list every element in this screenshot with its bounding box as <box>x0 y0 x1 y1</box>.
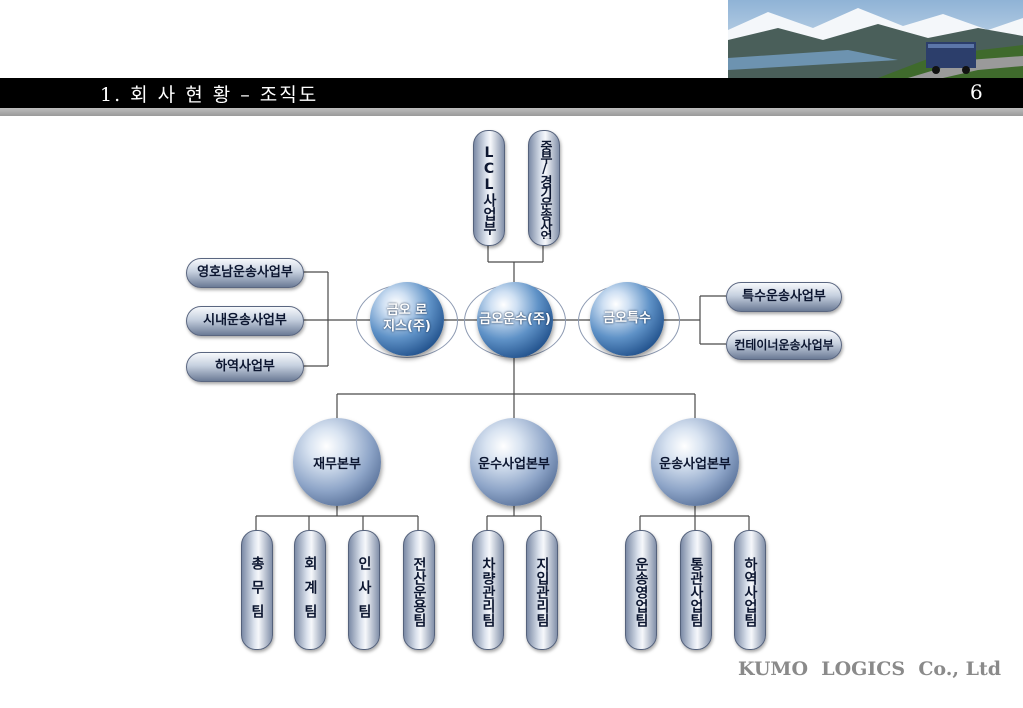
unit-cargo-handling: 하역사업부 <box>186 352 304 382</box>
unit-lcl: LCL사업부 <box>473 130 505 246</box>
company-kumo-unsu-label: 금오운수(주) <box>479 312 551 327</box>
team-cargo-handling: 하역사업팀 <box>734 530 766 650</box>
team-owner-operator-management-label: 지입관리팀 <box>534 556 550 627</box>
team-personnel: 인사팀 <box>348 530 380 650</box>
title-underline <box>0 108 1023 116</box>
team-customs-label: 통관사업팀 <box>688 556 704 627</box>
truck-landscape-photo <box>728 0 1023 78</box>
division-shipping-business: 운송사업본부 <box>651 418 739 506</box>
team-general-affairs: 총무팀 <box>241 530 273 650</box>
company-kumo-special: 금오특수 <box>590 282 664 356</box>
unit-central-gyeonggi: 중부/경기운송사업부 <box>528 130 560 246</box>
team-owner-operator-management: 지입관리팀 <box>526 530 558 650</box>
company-name: KUMO LOGICS Co., Ltd <box>738 658 1002 680</box>
unit-container-transport: 컨테이너운송사업부 <box>726 330 842 360</box>
division-transport-business: 운수사업본부 <box>470 418 558 506</box>
company-kumo-special-label: 금오특수 <box>603 311 651 326</box>
company-kumo-logis-label: 금오 로지스(주) <box>383 303 431 334</box>
page-title: 1. 회 사 현 황 – 조직도 <box>100 84 319 106</box>
company-kumo-unsu: 금오운수(주) <box>477 282 553 358</box>
team-vehicle-management: 차량관리팀 <box>472 530 504 650</box>
team-shipping-sales: 운송영업팀 <box>625 530 657 650</box>
team-it-operations-label: 전산운용팀 <box>411 556 427 627</box>
company-kumo-logis: 금오 로지스(주) <box>370 282 444 356</box>
division-finance: 재무본부 <box>293 418 381 506</box>
team-personnel-label: 인사팀 <box>356 555 372 628</box>
team-cargo-handling-label: 하역사업팀 <box>742 556 758 627</box>
team-accounting-label: 회계팀 <box>302 555 318 628</box>
team-it-operations: 전산운용팀 <box>403 530 435 650</box>
team-vehicle-management-label: 차량관리팀 <box>480 556 496 627</box>
page-number: 6 <box>970 80 983 104</box>
team-shipping-sales-label: 운송영업팀 <box>633 556 649 627</box>
team-general-affairs-label: 총무팀 <box>249 555 265 628</box>
unit-central-gyeonggi-label: 중부/경기운송사업부 <box>537 140 552 239</box>
unit-lcl-label: LCL사업부 <box>481 144 497 235</box>
unit-city-transport: 시내운송사업부 <box>186 306 304 336</box>
team-accounting: 회계팀 <box>294 530 326 650</box>
team-customs: 통관사업팀 <box>680 530 712 650</box>
title-bar <box>0 78 1023 108</box>
unit-special-transport: 특수운송사업부 <box>726 282 842 312</box>
unit-youngho-nam: 영호남운송사업부 <box>186 258 304 288</box>
